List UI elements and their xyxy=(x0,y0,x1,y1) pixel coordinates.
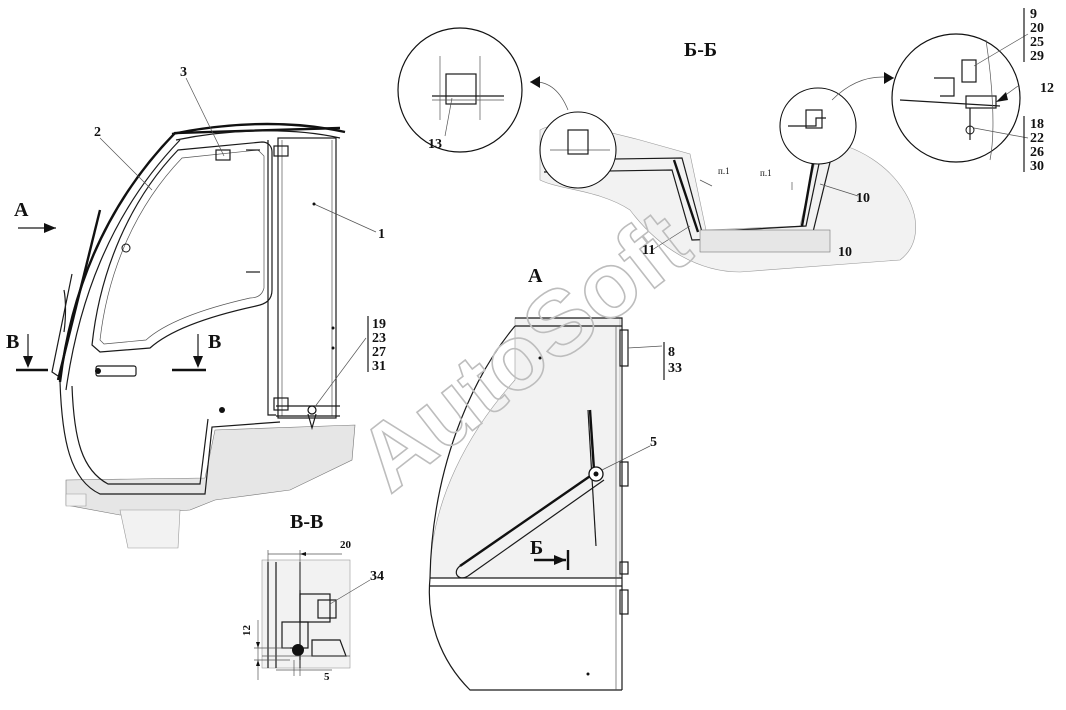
section-vv-title: В-В xyxy=(290,511,323,533)
dimension-5: 5 xyxy=(324,671,330,683)
section-bb-title: Б-Б xyxy=(684,39,717,61)
callout-12: 12 xyxy=(1040,81,1054,96)
view-a-label-left: A xyxy=(14,199,29,221)
callout-22: 22 xyxy=(1030,131,1044,146)
cut-v-label-left: В xyxy=(6,331,19,353)
callout-10-a: 10 xyxy=(856,191,870,206)
callout-1: 1 xyxy=(378,227,385,242)
callout-18: 18 xyxy=(1030,117,1044,132)
section-vv-view xyxy=(254,550,371,680)
callout-29: 29 xyxy=(1030,49,1044,64)
callout-13: 13 xyxy=(428,137,442,152)
view-a-title: A xyxy=(528,265,543,287)
callout-20: 20 xyxy=(1030,21,1044,36)
callout-9: 9 xyxy=(1030,7,1037,22)
dimension-12: 12 xyxy=(241,625,253,637)
callout-33: 33 xyxy=(668,361,682,376)
callout-19: 19 xyxy=(372,317,386,332)
callout-26: 26 xyxy=(1030,145,1044,160)
dimension-20: 20 xyxy=(340,539,352,551)
note-p1-a: п.1 xyxy=(718,166,730,176)
callout-34: 34 xyxy=(370,569,384,584)
note-p1-b: п.1 xyxy=(760,168,772,178)
cut-b-label: Б xyxy=(530,537,543,559)
callout-31: 31 xyxy=(372,359,386,374)
callout-2: 2 xyxy=(94,125,101,140)
section-bb-view xyxy=(397,8,1029,273)
callout-30: 30 xyxy=(1030,159,1044,174)
callout-10-b: 10 xyxy=(838,245,852,260)
callout-11: 11 xyxy=(642,243,655,258)
callout-27: 27 xyxy=(372,345,386,360)
cab-side-view xyxy=(16,77,377,549)
view-a xyxy=(428,317,665,691)
callout-25: 25 xyxy=(1030,35,1044,50)
callout-5: 5 xyxy=(650,435,657,450)
callout-23: 23 xyxy=(372,331,386,346)
cut-v-label-right: В xyxy=(208,331,221,353)
callout-8: 8 xyxy=(668,345,675,360)
callout-3: 3 xyxy=(180,65,187,80)
